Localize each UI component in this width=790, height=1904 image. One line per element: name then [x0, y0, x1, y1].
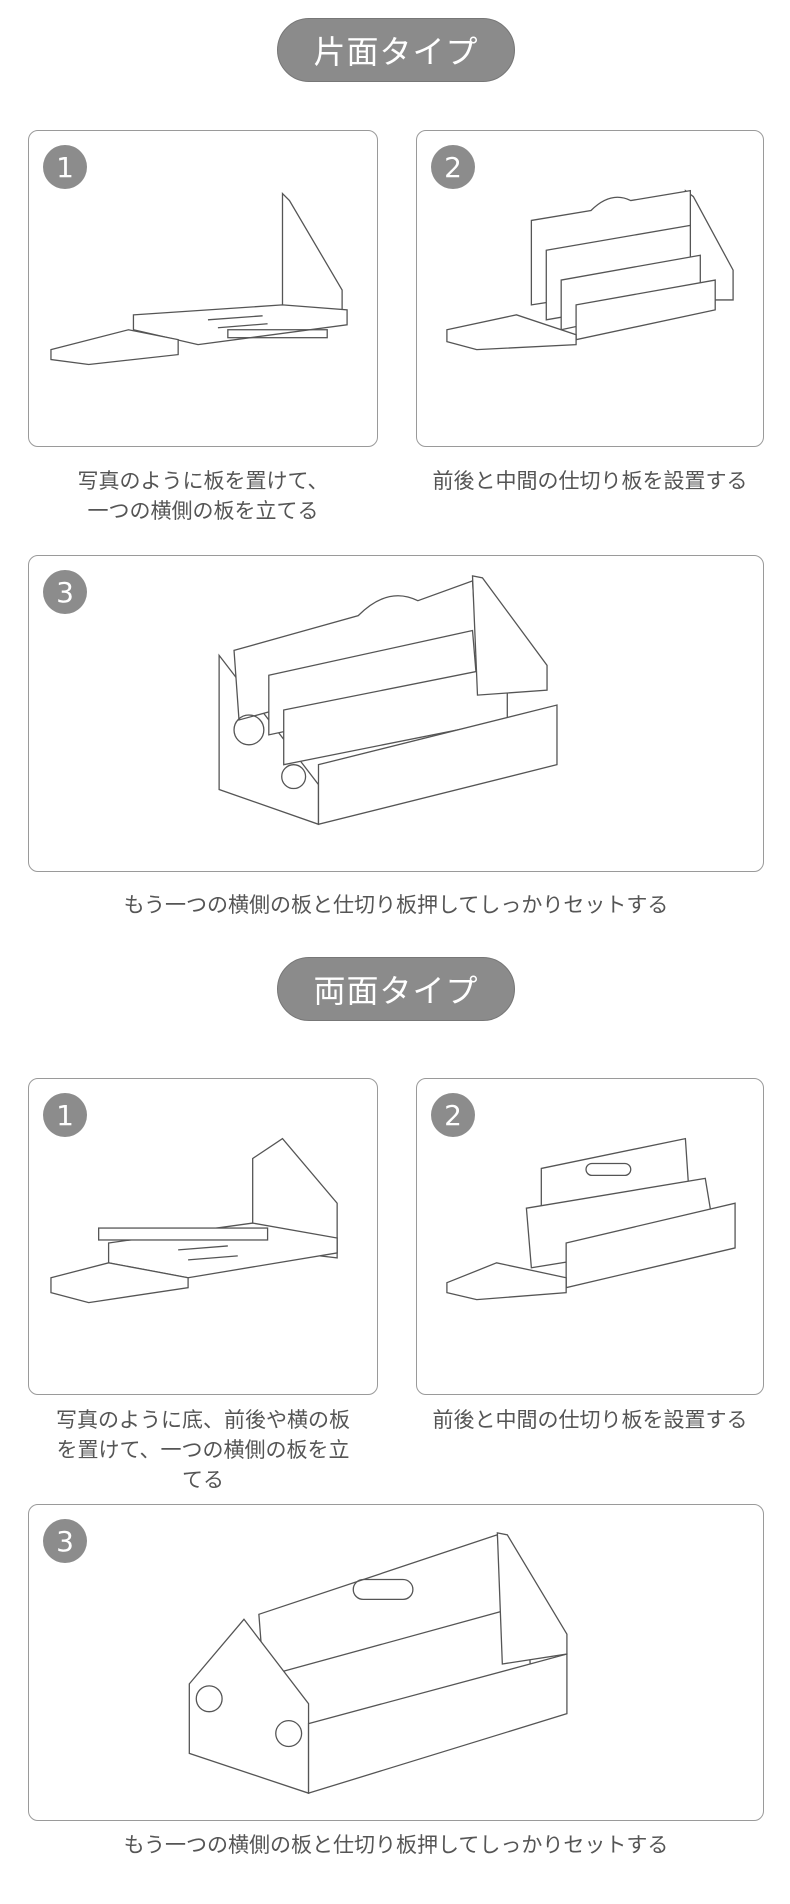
step-1-caption: 写真のように板を置けて、 一つの横側の板を立てる	[28, 466, 378, 526]
step-number-badge: 1	[43, 1093, 87, 1137]
step-1-image-panel: 1	[28, 130, 378, 447]
step-3-image-panel: 3	[28, 555, 764, 872]
assembly-illustration-step-3	[188, 1532, 568, 1795]
assembly-illustration-step-2	[446, 1137, 736, 1301]
step-number-badge: 2	[431, 145, 475, 189]
step-2-caption: 前後と中間の仕切り板を設置する	[400, 1405, 780, 1435]
assembly-illustration-step-1	[50, 192, 348, 366]
step-3-caption: もう一つの横側の板と仕切り板押してしっかりセットする	[28, 1830, 764, 1860]
caption-line: てる	[182, 1468, 224, 1492]
step-3-caption: もう一つの横側の板と仕切り板押してしっかりセットする	[28, 890, 764, 920]
caption-line: 一つの横側の板を立てる	[87, 499, 319, 523]
step-2-image-panel: 2	[416, 1078, 764, 1395]
section-title-single-sided: 片面タイプ	[277, 18, 515, 82]
step-2-caption: 前後と中間の仕切り板を設置する	[400, 466, 780, 496]
step-number-badge: 2	[431, 1093, 475, 1137]
caption-line: 写真のように板を置けて、	[77, 469, 329, 493]
assembly-illustration-step-3	[218, 575, 558, 826]
caption-line: を置けて、一つの横側の板を立	[56, 1438, 350, 1462]
step-3-image-panel: 3	[28, 1504, 764, 1821]
step-number-badge: 1	[43, 145, 87, 189]
caption-line: もう一つの横側の板と仕切り板押してしっかりセットする	[123, 893, 669, 917]
step-2-image-panel: 2	[416, 130, 764, 447]
step-number-badge: 3	[43, 1519, 87, 1563]
assembly-illustration-step-2	[446, 189, 734, 351]
caption-line: 前後と中間の仕切り板を設置する	[432, 469, 748, 493]
caption-line: 前後と中間の仕切り板を設置する	[432, 1408, 748, 1432]
section-title-double-sided: 両面タイプ	[277, 957, 515, 1021]
caption-line: もう一つの横側の板と仕切り板押してしっかりセットする	[123, 1833, 669, 1857]
assembly-illustration-step-1	[50, 1137, 338, 1304]
step-1-image-panel: 1	[28, 1078, 378, 1395]
step-1-caption: 写真のように底、前後や横の板 を置けて、一つの横側の板を立 てる	[28, 1405, 378, 1495]
caption-line: 写真のように底、前後や横の板	[56, 1408, 350, 1432]
step-number-badge: 3	[43, 570, 87, 614]
